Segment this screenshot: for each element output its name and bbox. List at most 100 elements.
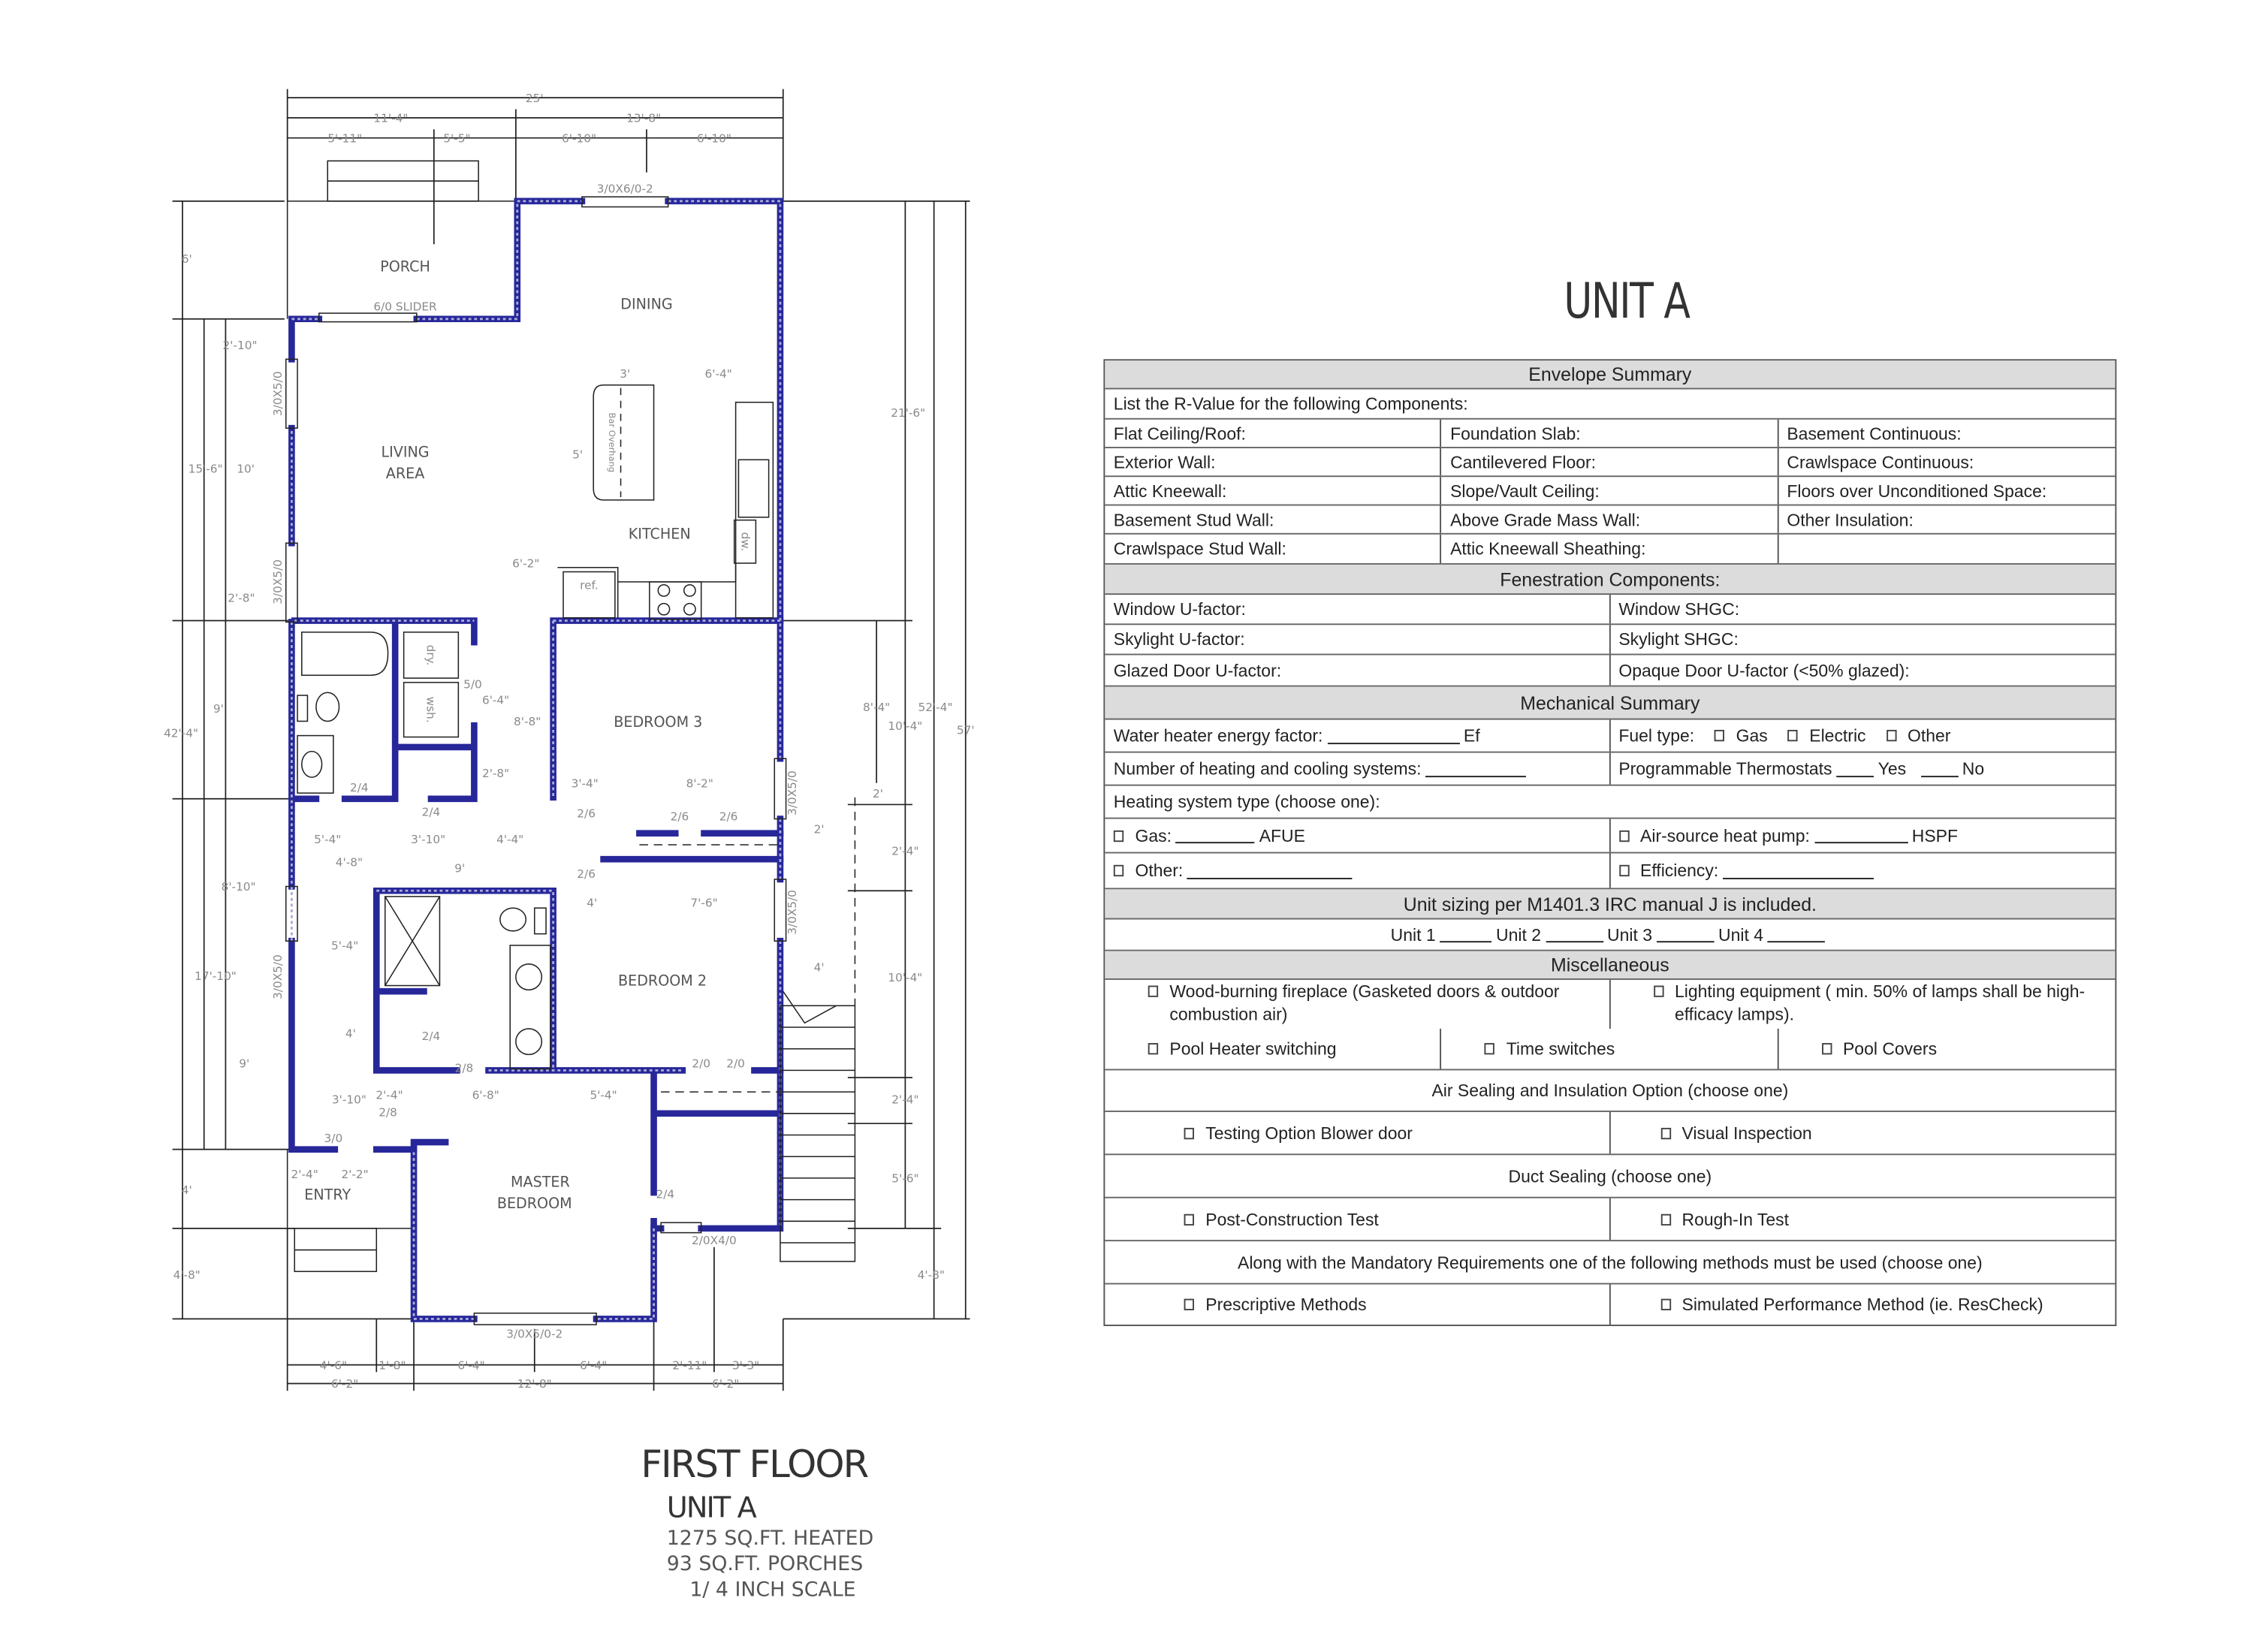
checkbox[interactable] [1485,1043,1495,1055]
window-label: 3/0X5/0 [271,954,285,999]
rough-in-option[interactable]: Rough-In Test [1610,1198,2116,1240]
form-field[interactable]: Basement Stud Wall: [1105,505,1442,533]
fuel-type-field: Fuel type: Gas Electric Other [1610,720,2116,752]
door-label: 2/0 [726,1057,745,1071]
efficiency-field: Efficiency: [1610,854,2116,888]
form-field[interactable]: Crawlspace Stud Wall: [1105,534,1442,564]
blank-line[interactable] [1175,828,1255,844]
methods-header: Along with the Mandatory Requirements on… [1238,1252,1983,1273]
room-label-master-bedroom: MASTER [511,1173,570,1190]
blank-line[interactable] [1722,863,1874,879]
checkbox[interactable] [1660,1213,1671,1225]
dim-label: 4' [587,896,597,909]
form-field[interactable]: Exterior Wall: [1105,448,1442,476]
dim-label: 10'-4" [888,719,922,733]
checkbox[interactable] [1660,1298,1671,1310]
form-field[interactable]: Other Insulation: [1787,509,1914,530]
form-field[interactable]: Above Grade Mass Wall: [1442,505,1778,533]
blank-line[interactable] [1836,761,1874,777]
prescriptive-option[interactable]: Prescriptive Methods [1105,1284,1610,1325]
dim-label: 4' [345,1026,356,1040]
checkbox[interactable] [1618,829,1629,842]
simulated-performance-option[interactable]: Simulated Performance Method (ie. ResChe… [1610,1284,2116,1325]
door-label: 2/6 [577,867,596,881]
form-field[interactable]: Opaque Door U-factor (<50% glazed): [1618,660,1910,680]
window-label: 2/0X4/0 [692,1234,737,1247]
label: Air-source heat pump: [1640,825,1810,846]
checkbox[interactable] [1113,829,1124,842]
door-label: 2/6 [671,809,689,823]
blower-door-option[interactable]: Testing Option Blower door [1105,1111,1610,1154]
checkbox[interactable] [1618,864,1629,877]
water-heater-field[interactable]: Water heater energy factor:Ef [1105,719,1610,752]
checkbox[interactable] [1184,1126,1194,1139]
lighting-option[interactable]: Lighting equipment ( min. 50% of lamps s… [1610,980,2116,1029]
form-field[interactable]: Basement Continuous: [1787,423,1962,444]
form-field[interactable]: Window U-factor: [1105,595,1610,624]
door-label: 3/0 [324,1132,343,1145]
blank-line[interactable] [1327,728,1460,744]
pool-heater-option[interactable]: Pool Heater switching [1105,1028,1442,1069]
blank-line[interactable] [1440,927,1492,943]
checkbox[interactable] [1184,1213,1194,1225]
dim-label: 9' [454,861,465,875]
dim-label: 4'-8" [336,856,363,870]
checkbox[interactable] [1113,864,1124,877]
room-label-bedroom-3: BEDROOM 3 [614,713,702,731]
form-field[interactable]: Foundation Slab: [1442,419,1778,448]
form-field[interactable]: Crawlspace Continuous: [1787,451,1974,472]
dim-label: 9' [239,1057,249,1071]
blank-line[interactable] [1767,927,1826,943]
checkbox[interactable] [1184,1298,1194,1310]
dim-label: 52'-4" [918,701,953,714]
checkbox[interactable] [1787,729,1798,742]
form-field[interactable]: Cantilevered Floor: [1442,448,1778,476]
option: Electric [1809,725,1866,746]
dim-label: 2'-8" [228,592,255,605]
room-label-master-bedroom: BEDROOM [497,1195,572,1212]
heat-pump-field: Air-source heat pump:HSPF [1610,819,2116,852]
num-systems-field[interactable]: Number of heating and cooling systems: [1105,752,1610,785]
plan-heated-area: 1275 SQ.FT. HEATED [667,1527,873,1550]
form-field[interactable]: Slope/Vault Ceiling: [1442,477,1778,505]
blank-line[interactable] [1425,761,1527,777]
porch-outline [286,160,517,1273]
form-field[interactable]: Flat Ceiling/Roof: [1105,419,1442,448]
form-field[interactable]: Skylight U-factor: [1105,625,1610,654]
label: Number of heating and cooling systems: [1113,758,1422,779]
pool-covers-option[interactable]: Pool Covers [1778,1029,2115,1069]
blank-line[interactable] [1656,927,1715,943]
form-field[interactable]: Attic Kneewall: [1105,477,1442,505]
room-label-porch: PORCH [380,258,430,276]
blank-line[interactable] [1920,761,1959,777]
label: Time switches [1506,1039,1615,1060]
visual-inspection-option[interactable]: Visual Inspection [1610,1112,2116,1153]
blank-line[interactable] [1187,863,1353,879]
dim-label: 4' [814,960,825,974]
checkbox[interactable] [1148,1043,1159,1055]
checkbox[interactable] [1148,985,1159,997]
form-field[interactable]: Floors over Unconditioned Space: [1787,480,2047,501]
form-field[interactable]: Attic Kneewall Sheathing: [1442,534,1778,564]
option: Gas [1736,725,1768,746]
label: Fuel type: [1618,725,1695,746]
form-field[interactable]: Skylight SHGC: [1618,629,1739,650]
dim-label: 6'-10" [697,131,731,145]
checkbox[interactable] [1886,729,1896,742]
blank-line[interactable] [1814,828,1908,844]
checkbox[interactable] [1660,1126,1671,1139]
checkbox[interactable] [1714,729,1725,742]
post-construction-option[interactable]: Post-Construction Test [1105,1198,1610,1241]
time-switches-option[interactable]: Time switches [1442,1028,1778,1069]
blank-line[interactable] [1545,927,1603,943]
fireplace-option[interactable]: Wood-burning fireplace (Gasketed doors &… [1105,979,1610,1029]
form-field[interactable] [1778,535,2115,563]
checkbox[interactable] [1653,985,1663,997]
label: Wood-burning fireplace (Gasketed doors &… [1169,981,1560,1025]
form-field[interactable]: Glazed Door U-factor: [1105,655,1610,686]
form-field[interactable]: Window SHGC: [1618,598,1740,620]
checkbox[interactable] [1821,1043,1832,1055]
dim-label: 6'-4" [580,1358,607,1372]
unit-sizing-label: Unit sizing per M1401.3 IRC manual J is … [1403,893,1817,915]
